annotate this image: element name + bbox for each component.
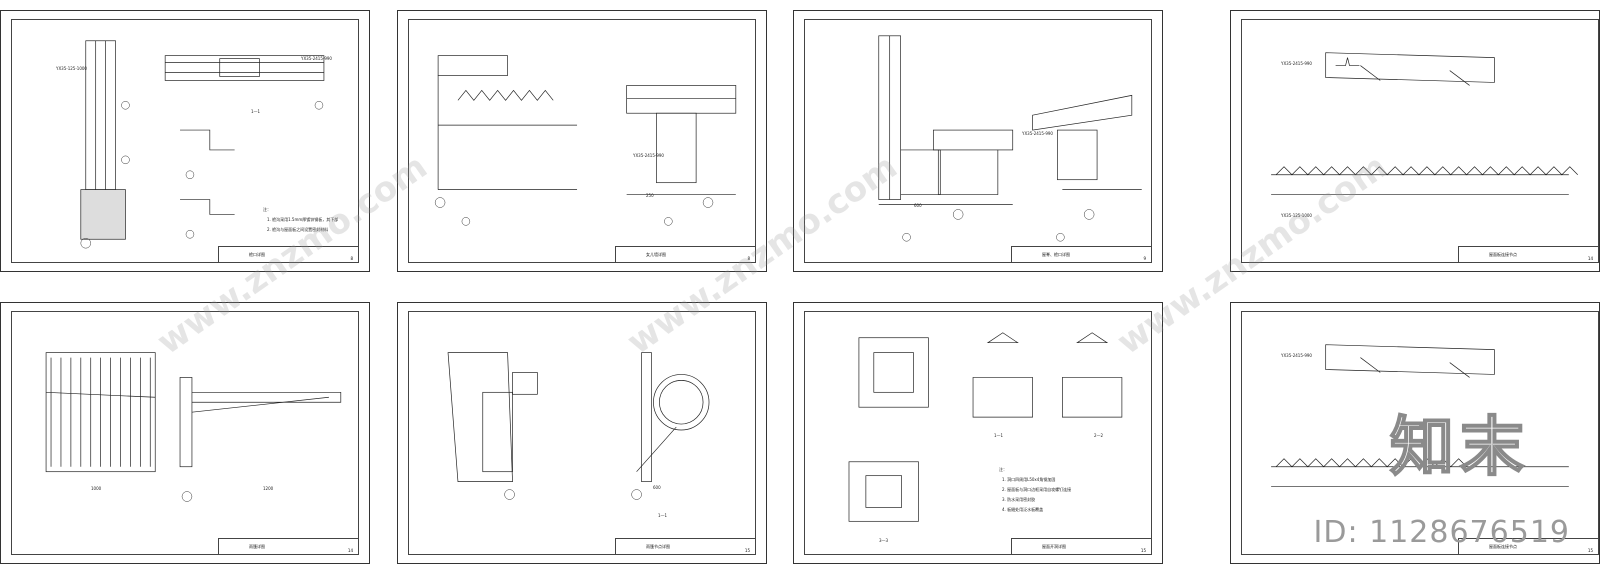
cad-drawing <box>80 40 325 249</box>
sheet-number: 8 <box>747 256 750 261</box>
sheet-frame <box>1241 311 1599 555</box>
note-line: 3. 防水采用密封胶 <box>1002 497 1036 502</box>
title-block: 屋面开洞详图 15 <box>1011 538 1152 555</box>
note-line: 4. 板缝处用泛水板覆盖 <box>1002 507 1044 512</box>
dim-label: YX35-2415-990 <box>1022 131 1053 136</box>
sheet-frame <box>804 311 1152 555</box>
dim-label: YX35-2415-990 <box>1281 353 1312 358</box>
dim-label: 600 <box>653 485 661 490</box>
section-label: 2—2 <box>1094 433 1104 438</box>
drawing-sheet-7: 1—1 2—2 3—3 注： 1. 洞口四周用L50x4角钢加固 2. 屋面板与… <box>793 302 1163 564</box>
dim-label: YX35-2415-990 <box>301 56 332 61</box>
section-label: 1—1 <box>994 433 1004 438</box>
section-label: 1—1 <box>251 109 261 114</box>
dim-label: YX35-2415-990 <box>1281 61 1312 66</box>
section-label: 1—1 <box>658 513 668 518</box>
sheet-title: 雨篷节点详图 <box>646 544 670 549</box>
sheet-title: 屋脊、檐口详图 <box>1042 252 1070 257</box>
sheet-frame <box>804 19 1152 263</box>
sheet-title: 女儿墙详图 <box>646 252 666 257</box>
title-block: 雨篷节点详图 15 <box>615 538 756 555</box>
drawing-sheet-8: YX35-2415-990 屋面板连接节点 15 <box>1230 302 1600 564</box>
cad-drawing <box>1271 344 1569 487</box>
sheet-number: 14 <box>347 548 353 553</box>
sheet-title: 屋面开洞详图 <box>1042 544 1066 549</box>
dim-label: 1000 <box>91 486 102 491</box>
sheet-frame <box>408 311 756 555</box>
title-block: 雨篷详图 14 <box>218 538 359 555</box>
brand-logo-watermark: 知末 <box>1389 410 1530 486</box>
note-line: 注： <box>999 467 1007 472</box>
sheet-frame <box>1241 19 1599 263</box>
sheet-number: 14 <box>1587 256 1593 261</box>
cad-drawing <box>45 352 342 502</box>
dim-label: YX35-125-1000 <box>56 66 87 71</box>
note-line: 1. 檐沟采用1.5mm厚镀锌钢板，其下部 <box>267 217 339 222</box>
sheet-number: 15 <box>1587 548 1593 553</box>
drawing-sheet-1: YX35-125-1000 YX35-2415-990 1—1 注： 1. 檐沟… <box>0 10 370 272</box>
title-block: 屋面板连接节点 14 <box>1458 246 1599 263</box>
dim-label: 1200 <box>263 486 274 491</box>
sheet-frame <box>408 19 756 263</box>
note-line: 1. 洞口四周用L50x4角钢加固 <box>1002 477 1056 482</box>
asset-id-watermark: ID: 1128676519 <box>1313 515 1570 550</box>
sheet-frame <box>11 311 359 555</box>
dim-label: 250 <box>646 193 654 198</box>
drawing-sheet-6: 1—1 600 雨篷节点详图 15 <box>397 302 767 564</box>
section-label: 3—3 <box>879 538 889 543</box>
dim-label: YX35-2415-990 <box>633 153 664 158</box>
drawing-sheet-4: YX35-2415-990 YX35-125-1000 屋面板连接节点 14 <box>1230 10 1600 272</box>
note-line: 2. 檐沟与屋面板之间设置密封材料 <box>267 227 329 232</box>
note-line: 2. 屋面板与洞口边框采用自攻螺钉连接 <box>1002 487 1072 492</box>
cad-drawing <box>848 332 1123 522</box>
sheet-number: 9 <box>1143 256 1146 261</box>
dim-label: 600 <box>914 203 922 208</box>
sheet-title: 屋面板连接节点 <box>1489 252 1517 257</box>
title-block: 女儿墙详图 8 <box>615 246 756 263</box>
drawing-sheet-2: YX35-2415-990 250 女儿墙详图 8 <box>397 10 767 272</box>
sheet-number: 15 <box>744 548 750 553</box>
sheet-number: 15 <box>1140 548 1146 553</box>
sheet-title: 檐口详图 <box>249 252 265 257</box>
sheet-frame <box>11 19 359 263</box>
cad-drawing <box>1271 52 1578 195</box>
note-line: 注： <box>263 207 271 212</box>
drawing-sheet-5: 1000 1200 雨篷详图 14 <box>0 302 370 564</box>
sheet-title: 屋面板连接节点 <box>1489 544 1517 549</box>
sheet-number: 8 <box>350 256 353 261</box>
cad-drawing <box>434 55 737 226</box>
sheet-title: 雨篷详图 <box>249 544 265 549</box>
title-block: 屋面板连接节点 15 <box>1458 538 1599 555</box>
cad-drawing <box>447 352 710 500</box>
cad-drawing <box>878 35 1142 242</box>
drawing-sheet-3: 600 YX35-2415-990 屋脊、檐口详图 9 <box>793 10 1163 272</box>
title-block: 檐口详图 8 <box>218 246 359 263</box>
title-block: 屋脊、檐口详图 9 <box>1011 246 1152 263</box>
dim-label: YX35-125-1000 <box>1281 213 1312 218</box>
